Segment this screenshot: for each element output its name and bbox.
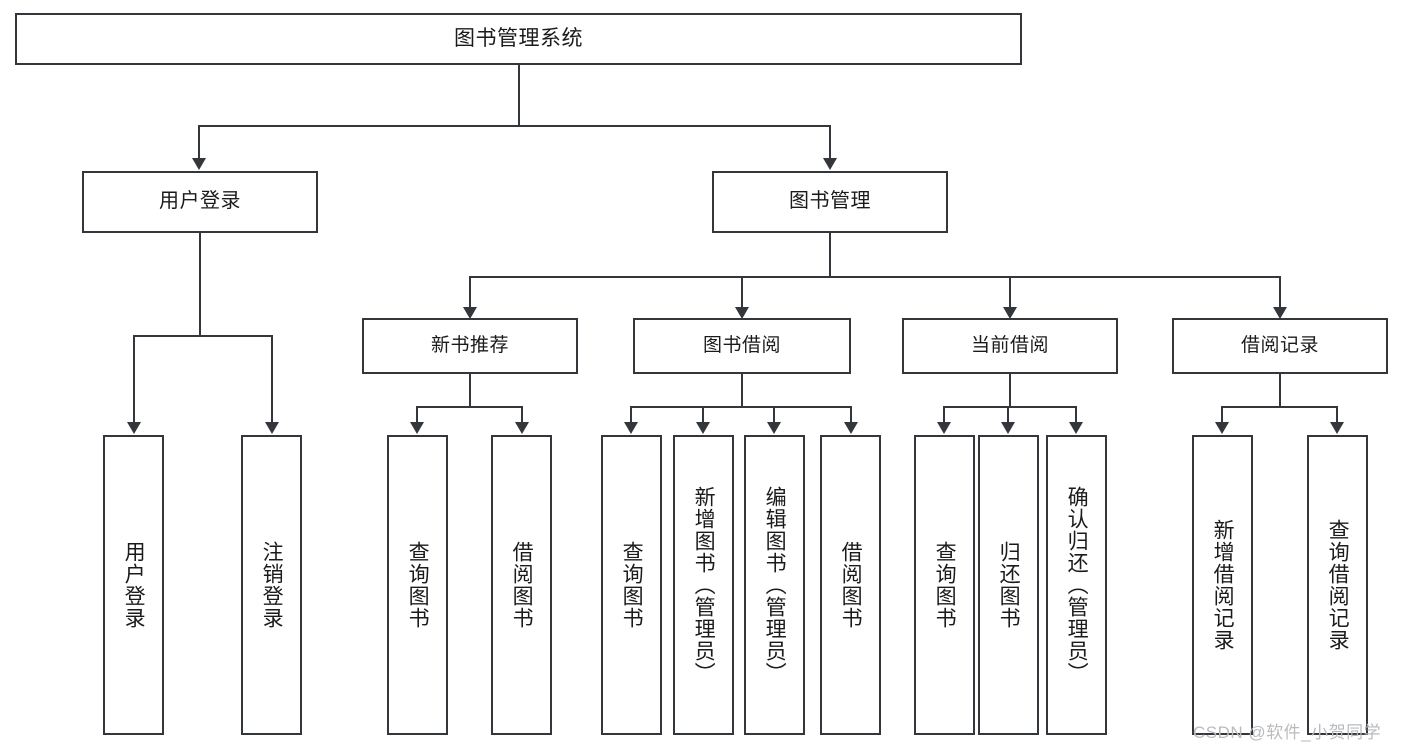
node-book-management-system[interactable]: 图书管理系统 — [15, 13, 1022, 65]
leaf-current-return-book[interactable]: 归还图书 — [978, 435, 1039, 735]
connector-root-stem — [518, 65, 520, 126]
leaf-record-query[interactable]: 查询借阅记录 — [1307, 435, 1368, 735]
leaf-borrow-lend-book[interactable]: 借阅图书 — [820, 435, 881, 735]
node-label: 查询图书 — [620, 541, 644, 629]
node-current-borrow[interactable]: 当前借阅 — [902, 318, 1118, 374]
connector-book-borrow-stem — [741, 374, 743, 408]
connector-current-borrow-stem — [1009, 374, 1011, 408]
connector-level2-bar — [469, 276, 1280, 278]
connector-current-borrow-bar — [943, 406, 1076, 408]
connector-borrow-record-stem — [1279, 374, 1281, 408]
node-label: 新增借阅记录 — [1211, 519, 1235, 651]
node-book-borrow[interactable]: 图书借阅 — [633, 318, 851, 374]
node-borrow-record[interactable]: 借阅记录 — [1172, 318, 1388, 374]
node-label: 借阅记录 — [1240, 334, 1319, 356]
leaf-new-book-borrow[interactable]: 借阅图书 — [491, 435, 552, 735]
leaf-current-query-book[interactable]: 查询图书 — [914, 435, 975, 735]
node-label: 编辑图书（管理员） — [763, 486, 787, 684]
arrow-to-new-book — [469, 276, 471, 308]
node-user-login[interactable]: 用户登录 — [82, 171, 318, 233]
connector-book-borrow-bar — [630, 406, 852, 408]
csdn-watermark: CSDN @软件_小贺同学 — [1193, 723, 1382, 742]
connector-user-login-stem — [199, 233, 201, 336]
node-label: 查询借阅记录 — [1326, 519, 1350, 651]
node-label: 查询图书 — [406, 541, 430, 629]
arrow-current-borrow-return — [1007, 406, 1009, 423]
connector-borrow-record-bar — [1221, 406, 1337, 408]
leaf-new-book-query[interactable]: 查询图书 — [387, 435, 448, 735]
arrow-to-borrow-record — [1279, 276, 1281, 308]
connector-new-book-stem — [469, 374, 471, 408]
node-label: 新书推荐 — [430, 334, 509, 356]
node-label: 确认归还（管理员） — [1065, 486, 1089, 684]
leaf-current-confirm-return[interactable]: 确认归还（管理员） — [1046, 435, 1107, 735]
leaf-record-add[interactable]: 新增借阅记录 — [1192, 435, 1253, 735]
leaf-user-login[interactable]: 用户登录 — [103, 435, 164, 735]
arrow-new-book-query — [416, 406, 418, 423]
arrow-current-borrow-query — [943, 406, 945, 423]
node-label: 图书借阅 — [702, 334, 781, 356]
leaf-borrow-add-book[interactable]: 新增图书（管理员） — [673, 435, 734, 735]
arrow-to-current-borrow — [1009, 276, 1011, 308]
node-label: 用户登录 — [159, 190, 241, 213]
arrow-borrow-record-query — [1336, 406, 1338, 423]
arrow-current-borrow-confirm — [1075, 406, 1077, 423]
arrow-book-borrow-query — [630, 406, 632, 423]
node-label: 借阅图书 — [510, 541, 534, 629]
leaf-logout[interactable]: 注销登录 — [241, 435, 302, 735]
node-label: 图书管理 — [789, 190, 871, 213]
connector-book-management-stem — [829, 233, 831, 277]
connector-new-book-bar — [416, 406, 523, 408]
node-label: 注销登录 — [260, 541, 284, 629]
node-label: 图书管理系统 — [454, 26, 583, 50]
arrow-to-borrow-book — [741, 276, 743, 308]
connector-level1-bar — [198, 125, 830, 127]
node-book-management[interactable]: 图书管理 — [712, 171, 948, 233]
leaf-borrow-edit-book[interactable]: 编辑图书（管理员） — [744, 435, 805, 735]
arrow-new-book-borrow — [521, 406, 523, 423]
node-new-book-recommend[interactable]: 新书推荐 — [362, 318, 578, 374]
arrow-to-user-login — [198, 125, 200, 159]
leaf-borrow-query-book[interactable]: 查询图书 — [601, 435, 662, 735]
arrow-book-borrow-edit — [773, 406, 775, 423]
arrow-to-user-login-leaf — [133, 335, 135, 423]
connector-user-login-bar — [134, 335, 272, 337]
node-label: 新增图书（管理员） — [692, 486, 716, 684]
arrow-book-borrow-add — [702, 406, 704, 423]
node-label: 用户登录 — [122, 541, 146, 629]
node-label: 当前借阅 — [970, 334, 1049, 356]
node-label: 借阅图书 — [839, 541, 863, 629]
arrow-to-logout-leaf — [271, 335, 273, 423]
node-label: 查询图书 — [933, 541, 957, 629]
arrow-book-borrow-lend — [850, 406, 852, 423]
arrow-borrow-record-add — [1221, 406, 1223, 423]
node-label: 归还图书 — [997, 541, 1021, 629]
arrow-to-book-management — [829, 125, 831, 159]
